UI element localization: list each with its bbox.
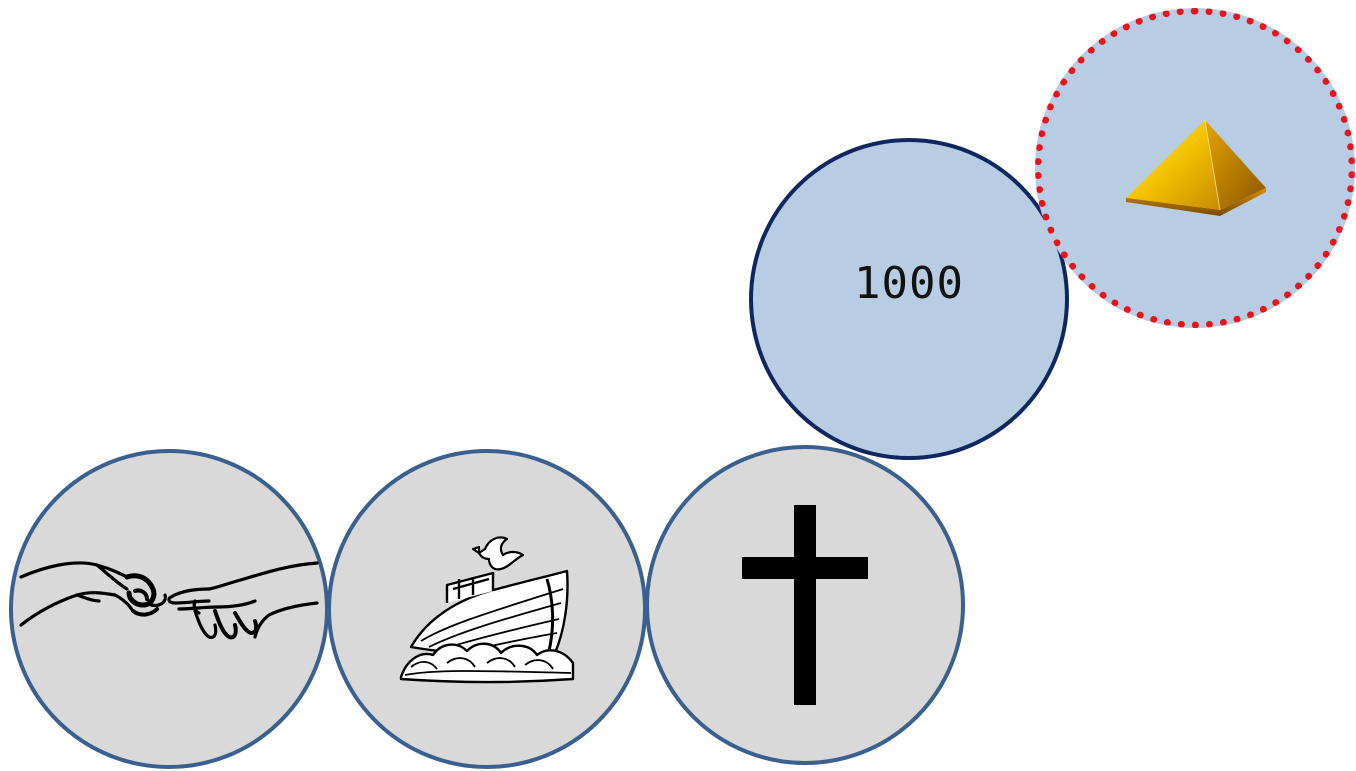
noahs-ark-icon: [399, 536, 575, 684]
pyramid-icon: [1126, 119, 1266, 216]
cross-icon: [742, 505, 868, 705]
number-marker-label: 1000: [854, 257, 964, 309]
creation-hands-icon: [19, 561, 319, 640]
selected-item-pyramid[interactable]: [1035, 8, 1355, 328]
timeline-item-flood[interactable]: [327, 449, 647, 769]
number-marker[interactable]: 1000: [749, 138, 1069, 460]
timeline-item-cross[interactable]: [645, 445, 965, 765]
timeline-item-creation[interactable]: [9, 449, 329, 769]
